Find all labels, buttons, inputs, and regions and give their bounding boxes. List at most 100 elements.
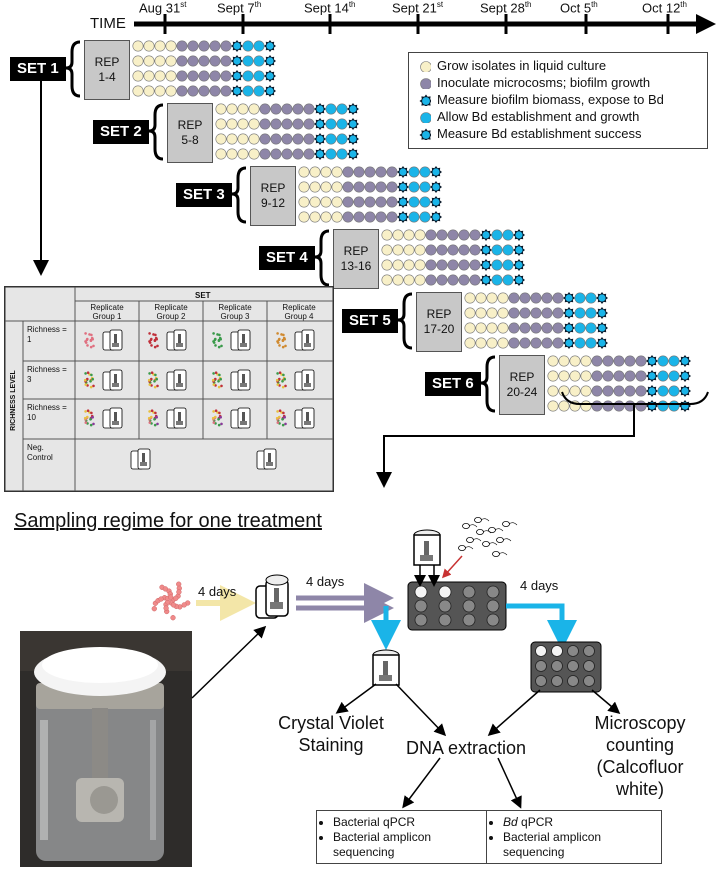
timeline-date: Oct 12th (642, 0, 687, 15)
set-badge: SET 4 (259, 246, 315, 270)
dot-marker (519, 292, 531, 304)
star-marker (646, 370, 658, 382)
date-day: Aug 31 (139, 0, 181, 16)
legend-label: Inoculate microcosms; biofilm growth (437, 75, 651, 90)
dot-marker (336, 103, 348, 115)
dot-marker (491, 259, 503, 271)
dot-marker (154, 85, 166, 97)
jar-icon (230, 369, 251, 391)
legend-label: Measure biofilm biomass, expose to Bd (437, 92, 664, 107)
set-badge: SET 1 (10, 57, 66, 81)
dot-marker (259, 118, 271, 130)
dot-marker (325, 148, 337, 160)
dot-marker (657, 400, 669, 412)
dot-marker (574, 322, 586, 334)
dot-marker (502, 244, 514, 256)
star-marker (397, 211, 409, 223)
dot-marker (491, 244, 503, 256)
well (551, 645, 563, 657)
well-plate-top-icon (407, 581, 507, 631)
dot-marker (320, 181, 332, 193)
dot-marker (303, 103, 315, 115)
star-marker (480, 229, 492, 241)
dot-marker (580, 370, 592, 382)
dot-marker (209, 55, 221, 67)
dot-marker (486, 337, 498, 349)
dot-marker (248, 118, 260, 130)
set-badge: SET 5 (342, 309, 398, 333)
dot-marker (574, 307, 586, 319)
panel-title: Sampling regime for one treatment (14, 510, 322, 532)
bacteria-cluster-icon (275, 409, 287, 427)
dot-marker (215, 103, 227, 115)
dot-marker (303, 133, 315, 145)
dot-marker (309, 196, 321, 208)
dot-marker (364, 196, 376, 208)
dot-marker (458, 259, 470, 271)
dot-marker (298, 166, 310, 178)
star-marker (397, 181, 409, 193)
dot-marker (403, 259, 415, 271)
dot-marker (342, 181, 354, 193)
dot-marker (143, 40, 155, 52)
dot-marker (187, 70, 199, 82)
connector-arrow (376, 404, 635, 488)
dot-marker (613, 355, 625, 367)
dot-marker (242, 85, 254, 97)
dot-marker (132, 85, 144, 97)
jar-to-dna-arrow (395, 683, 447, 737)
dot-marker (270, 133, 282, 145)
set-brace (480, 355, 496, 413)
timeline-date: Aug 31st (139, 0, 186, 15)
dot-marker (325, 133, 337, 145)
dot-marker (392, 274, 404, 286)
dot-marker (386, 211, 398, 223)
dot-marker (237, 133, 249, 145)
timeline-date: Oct 5th (560, 0, 598, 15)
set-brace (65, 40, 81, 98)
dot-marker (425, 274, 437, 286)
dot-marker (469, 259, 481, 271)
legend-item: Measure Bd establishment success (419, 126, 641, 141)
dot-marker (541, 322, 553, 334)
dot-marker (464, 292, 476, 304)
well (462, 585, 476, 599)
dot-marker (613, 370, 625, 382)
dot-marker (165, 40, 177, 52)
rep-range: 13-16 (340, 259, 372, 273)
dot-marker (331, 211, 343, 223)
dot-marker (502, 229, 514, 241)
date-day: Sept 21 (392, 0, 437, 16)
star-marker (397, 166, 409, 178)
set-brace (231, 166, 247, 224)
star-marker (596, 307, 608, 319)
dot-marker (220, 85, 232, 97)
dot-marker (530, 337, 542, 349)
dot-marker (414, 274, 426, 286)
well (567, 675, 579, 687)
box-left-item-1: Bacterial qPCR (333, 815, 495, 830)
dot-marker (281, 133, 293, 145)
rep-label: REP (343, 244, 369, 258)
star-marker (419, 94, 431, 106)
dot-marker (602, 355, 614, 367)
dot-marker (574, 292, 586, 304)
dot-marker (187, 55, 199, 67)
dot-marker (292, 133, 304, 145)
dot-marker (486, 292, 498, 304)
bacterial-analysis-box: Bacterial qPCR Bacterial amplicon sequen… (316, 810, 496, 864)
dot-marker (436, 274, 448, 286)
star-marker (596, 292, 608, 304)
dot-marker (585, 292, 597, 304)
dot-marker (342, 211, 354, 223)
dot-marker (668, 400, 680, 412)
dot-marker (303, 148, 315, 160)
dot-marker (491, 274, 503, 286)
dot-marker (558, 400, 570, 412)
dot-marker (464, 322, 476, 334)
step2-label: 4 days (306, 574, 345, 589)
dot-marker (541, 337, 553, 349)
date-suffix: th (680, 0, 687, 9)
